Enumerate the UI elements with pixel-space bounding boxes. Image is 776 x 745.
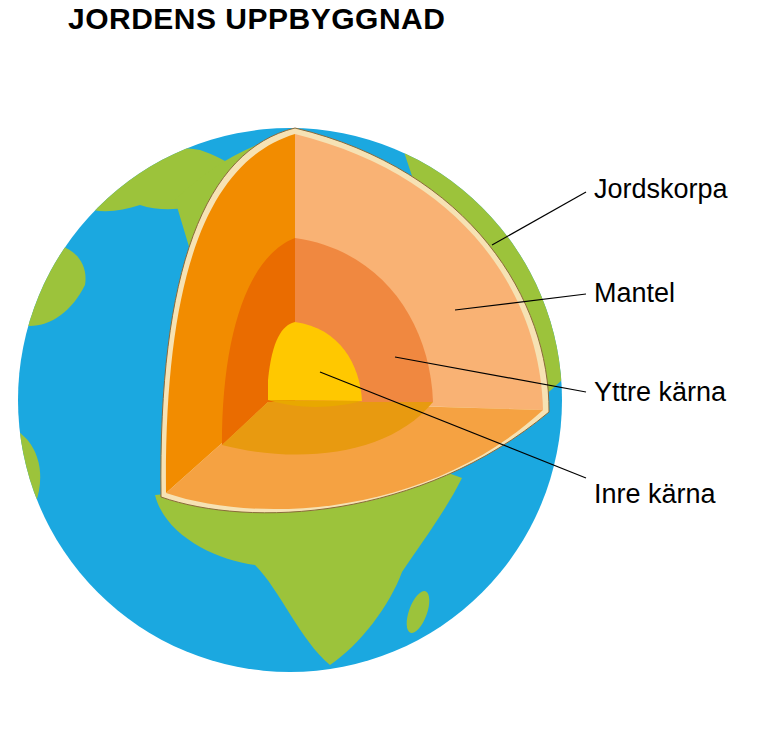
part-label: Yttre kärna (594, 378, 726, 408)
inner-core (268, 322, 362, 401)
outer-core-bottom (222, 402, 433, 455)
ocean (18, 128, 562, 672)
part-label: Mantel (594, 279, 675, 309)
diagram-title: JORDENS UPPBYGGNAD (68, 2, 445, 36)
inner-core-bottom (268, 400, 362, 407)
continents (15, 132, 563, 665)
part-label: Jordskorpa (594, 175, 728, 205)
leader-lines (320, 192, 586, 478)
crust-rim (161, 128, 549, 513)
part-label: Inre kärna (594, 480, 716, 510)
